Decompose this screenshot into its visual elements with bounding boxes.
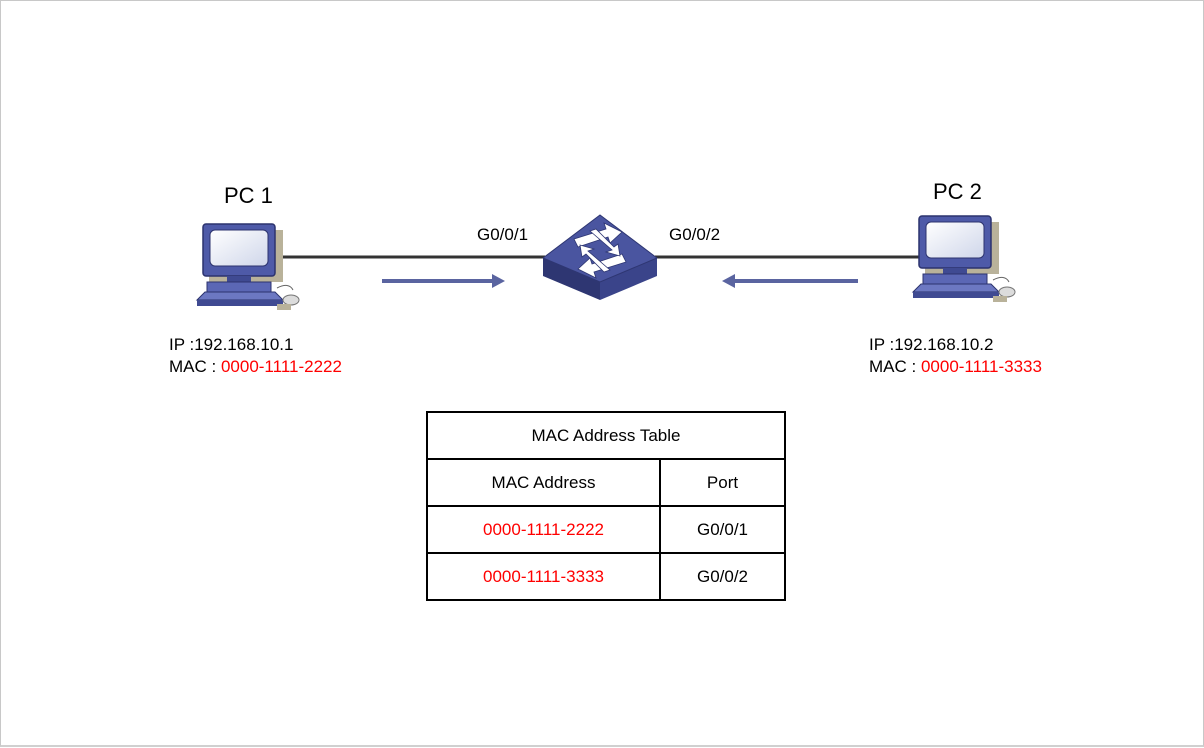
pc1-mac-label: MAC : <box>169 357 221 376</box>
port-label-g0-0-2: G0/0/2 <box>669 225 721 244</box>
pc2-mac-value: 0000-1111-3333 <box>920 357 1042 376</box>
pc2-ip-label: IP : <box>869 335 895 354</box>
pc1-ip: IP :192.168.10.1 <box>169 334 293 356</box>
header-port: Port <box>659 458 786 507</box>
row-mac: 0000-1111-2222 <box>426 505 661 554</box>
pc1-mac: MAC : 0000-1111-2222 <box>169 356 342 378</box>
header-mac-address: MAC Address <box>426 458 661 507</box>
table-row: 0000-1111-2222 G0/0/1 <box>426 505 786 554</box>
pc1-ip-label: IP : <box>169 335 195 354</box>
pc1-ip-value: 192.168.10.1 <box>194 335 294 354</box>
switch-icon <box>542 214 658 300</box>
mac-address-table: MAC Address Table MAC Address Port 0000-… <box>426 411 786 601</box>
pc2-mac-label: MAC : <box>869 357 921 376</box>
pc2-title: PC 2 <box>933 179 982 204</box>
pc2-computer-icon <box>912 215 1016 303</box>
pc1-title: PC 1 <box>224 183 273 208</box>
pc2-mac: MAC : 0000-1111-3333 <box>869 356 1042 378</box>
pc1-mac-value: 0000-1111-2222 <box>220 357 342 376</box>
table-title: MAC Address Table <box>426 411 786 460</box>
arrow-right-icon <box>382 274 505 288</box>
table-row: 0000-1111-3333 G0/0/2 <box>426 552 786 601</box>
pc2-ip-value: 192.168.10.2 <box>894 335 994 354</box>
pc1-computer-icon <box>196 223 300 311</box>
table-title-row: MAC Address Table <box>426 411 786 460</box>
arrow-left-icon <box>722 274 858 288</box>
row-mac: 0000-1111-3333 <box>426 552 661 601</box>
row-port: G0/0/2 <box>659 552 786 601</box>
pc2-ip: IP :192.168.10.2 <box>869 334 993 356</box>
port-label-g0-0-1: G0/0/1 <box>477 225 529 244</box>
table-header-row: MAC Address Port <box>426 458 786 507</box>
row-port: G0/0/1 <box>659 505 786 554</box>
